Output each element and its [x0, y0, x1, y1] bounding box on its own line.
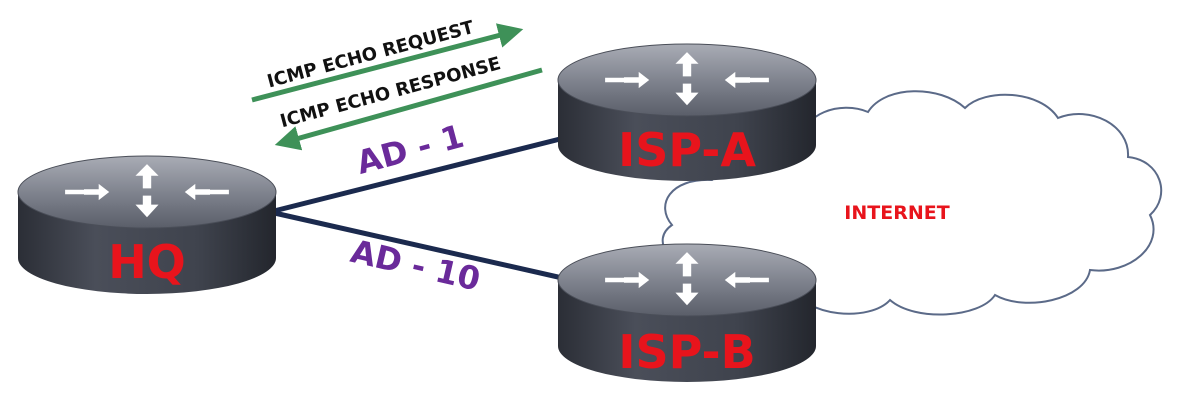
- router-hq: HQ: [17, 155, 277, 294]
- icmp-response-arrow: [274, 67, 543, 151]
- link-b-ad-label: AD - 10: [347, 232, 484, 299]
- internet-label: INTERNET: [844, 202, 949, 224]
- router-isp-b-label: ISP-B: [618, 325, 755, 379]
- link-a-ad-label: AD - 1: [353, 117, 468, 182]
- router-isp-a: ISP-A: [557, 43, 817, 181]
- link-hq-isp-b: [269, 209, 581, 285]
- router-isp-b: ISP-B: [557, 243, 817, 382]
- router-isp-a-label: ISP-A: [618, 123, 756, 177]
- router-hq-label: HQ: [108, 235, 186, 289]
- icmp-request-arrow: [251, 23, 524, 103]
- link-hq-isp-a: [269, 131, 581, 215]
